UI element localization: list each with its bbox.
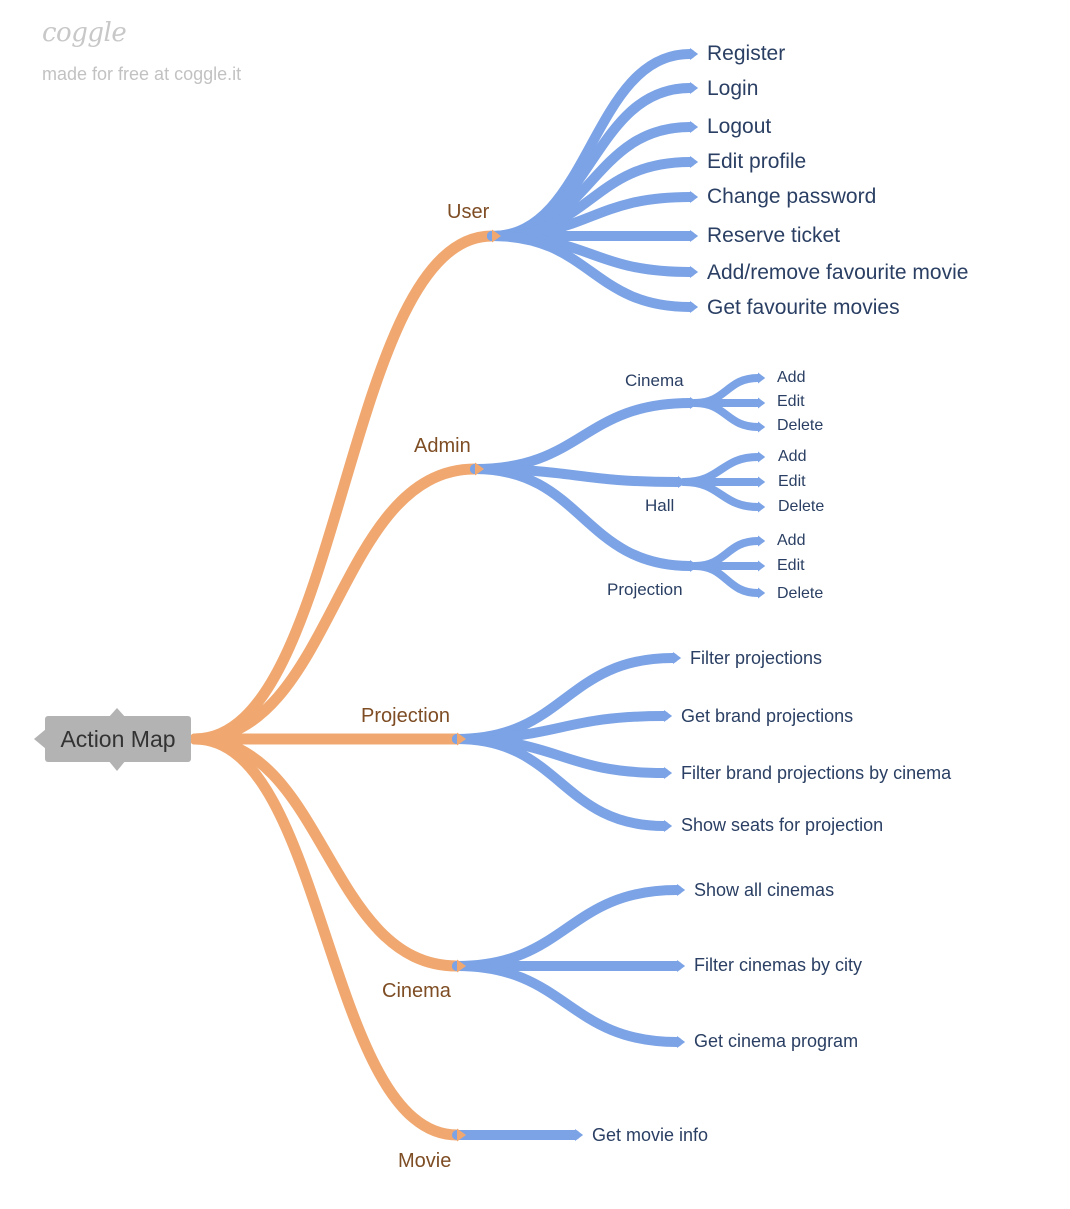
primary-branches	[189, 230, 498, 1141]
arrowhead-projection-child-2	[664, 767, 673, 779]
arrowhead-movie-child-0	[575, 1129, 584, 1141]
arrowhead-projection-child-3	[664, 820, 673, 832]
projection-show-seats[interactable]: Show seats for projection	[681, 815, 884, 835]
arrowhead-admin-hall-0	[758, 451, 766, 463]
arrowhead-admin-cinema-0	[758, 372, 766, 384]
coggle-logo: coggle	[42, 18, 127, 48]
branch-projection[interactable]: Projection	[361, 705, 450, 727]
projection-brand[interactable]: Get brand projections	[681, 706, 854, 726]
user-logout[interactable]: Logout	[707, 115, 772, 138]
admin-cinema-add[interactable]: Add	[777, 369, 806, 386]
admin-cinema-delete[interactable]: Delete	[777, 417, 824, 434]
cinema-show-all[interactable]: Show all cinemas	[694, 880, 835, 900]
coggle-tagline: made for free at coggle.it	[42, 64, 242, 84]
arrowhead-admin-projection-2	[758, 587, 766, 599]
arrowhead-cinema-child-0	[677, 884, 686, 896]
connector-admin-projection	[470, 464, 695, 571]
arrowhead-admin-projection-1	[758, 560, 766, 572]
branch-cinema[interactable]: Cinema	[382, 980, 451, 1002]
arrowhead-admin-projection-0	[758, 535, 766, 547]
arrowhead-admin-cinema-1	[758, 397, 766, 409]
arrowhead-user-child-3	[690, 156, 699, 168]
connector-admin-hall-2	[680, 478, 762, 511]
admin-hall-delete[interactable]: Delete	[778, 498, 825, 515]
user-edit-profile[interactable]: Edit profile	[707, 150, 807, 173]
arrowhead-user-child-4	[690, 191, 699, 203]
admin-projection[interactable]: Projection	[607, 580, 683, 599]
arrowhead-admin-hall-2	[758, 501, 766, 513]
connector-admin	[189, 463, 481, 745]
admin-hall-edit[interactable]: Edit	[778, 473, 806, 490]
admin-projection-edit[interactable]: Edit	[777, 557, 805, 574]
arrowhead-user-child-7	[690, 301, 699, 313]
root-node-diamond	[34, 708, 126, 771]
arrowhead-cinema	[457, 959, 466, 973]
arrowhead-projection-child-0	[673, 652, 682, 664]
arrowhead-movie	[457, 1128, 466, 1142]
connector-user-child-0	[487, 49, 695, 241]
projection-filter[interactable]: Filter projections	[690, 648, 823, 668]
connector-projection-child-3	[452, 734, 669, 831]
connector-admin-projection-2	[691, 562, 762, 597]
user-login[interactable]: Login	[707, 77, 759, 100]
arrowhead-user-child-2	[690, 121, 699, 133]
arrowhead-admin-hall-1	[758, 476, 766, 488]
connector-user-child-7	[487, 231, 695, 312]
branch-arrowheads	[457, 48, 766, 1142]
connector-movie	[189, 733, 463, 1141]
connector-user	[189, 230, 498, 745]
arrowhead-projection-child-1	[664, 710, 673, 722]
arrowhead-admin-projection	[690, 560, 699, 572]
admin-hall-add[interactable]: Add	[778, 448, 807, 465]
cinema-filter-by-city[interactable]: Filter cinemas by city	[694, 955, 863, 975]
arrowhead-projection	[457, 732, 466, 746]
admin-projection-delete[interactable]: Delete	[777, 585, 824, 602]
admin-hall[interactable]: Hall	[645, 496, 675, 515]
connector-admin-cinema-2	[691, 399, 762, 431]
user-register[interactable]: Register	[707, 42, 786, 65]
connector-admin-cinema	[470, 398, 695, 474]
arrowhead-admin-cinema	[690, 397, 699, 409]
admin-projection-add[interactable]: Add	[777, 532, 806, 549]
root-node[interactable]: Action Map	[45, 716, 191, 762]
connector-cinema-child-0	[452, 885, 682, 971]
arrowhead-admin-hall	[678, 476, 687, 488]
arrowhead-admin	[475, 462, 484, 476]
projection-brand-by-cinema[interactable]: Filter brand projections by cinema	[681, 763, 952, 783]
user-reserve-ticket[interactable]: Reserve ticket	[707, 224, 841, 247]
arrowhead-cinema-child-2	[677, 1036, 686, 1048]
cinema-get-program[interactable]: Get cinema program	[694, 1031, 859, 1051]
user-get-favourites[interactable]: Get favourite movies	[707, 296, 900, 319]
user-add-remove-favourite[interactable]: Add/remove favourite movie	[707, 261, 969, 284]
arrowhead-user	[492, 229, 501, 243]
admin-cinema[interactable]: Cinema	[625, 371, 684, 390]
movie-get-info[interactable]: Get movie info	[592, 1125, 709, 1145]
user-change-password[interactable]: Change password	[707, 185, 877, 208]
branch-user[interactable]: User	[447, 201, 490, 223]
arrowhead-user-child-1	[690, 82, 699, 94]
branch-admin[interactable]: Admin	[414, 435, 471, 457]
arrowhead-cinema-child-1	[677, 960, 686, 972]
secondary-branches	[452, 49, 762, 1140]
arrowhead-user-child-5	[690, 230, 699, 242]
connector-cinema-child-2	[452, 961, 682, 1047]
arrowhead-user-child-6	[690, 266, 699, 278]
arrowhead-user-child-0	[690, 48, 699, 60]
connector-cinema	[189, 733, 463, 972]
arrowhead-admin-cinema-2	[758, 421, 766, 433]
branch-movie[interactable]: Movie	[398, 1150, 452, 1172]
admin-cinema-edit[interactable]: Edit	[777, 393, 805, 410]
